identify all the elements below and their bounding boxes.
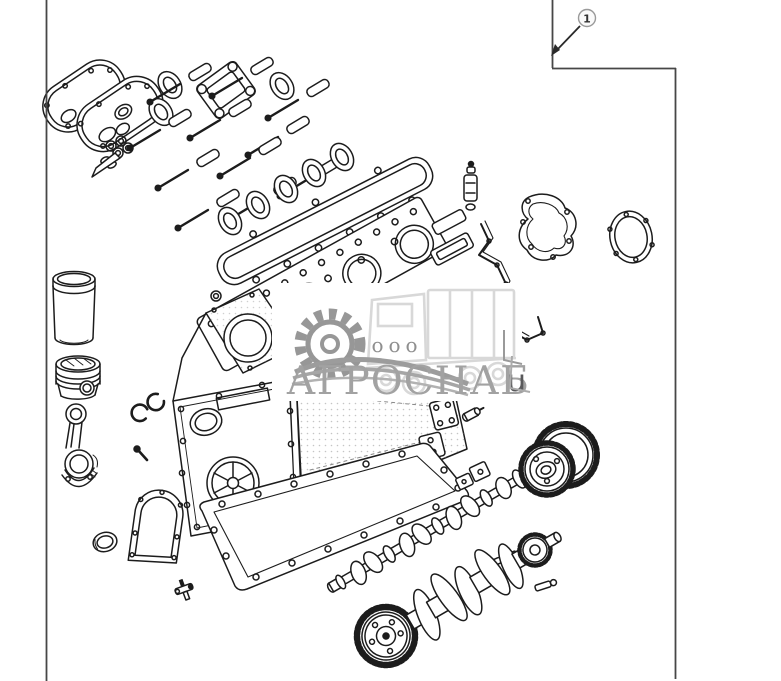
page-frame bbox=[45, 0, 677, 681]
gasket-foot-line bbox=[508, 355, 531, 393]
callout-balloon bbox=[577, 8, 597, 28]
callout-1: 1 bbox=[551, 8, 597, 56]
cup-plug bbox=[92, 531, 118, 553]
piston bbox=[55, 355, 101, 400]
piston-pin-snap-rings bbox=[128, 389, 168, 424]
cover-plate-gasket-2 bbox=[76, 75, 164, 153]
small-plug bbox=[461, 406, 485, 422]
o-ring-set bbox=[91, 135, 134, 178]
rear-seal-housing-gasket bbox=[607, 210, 655, 264]
watermark-company-name: АГРОСНАБ bbox=[286, 359, 530, 404]
truck-silhouette-icon bbox=[365, 288, 517, 396]
water-pump-gasket bbox=[518, 193, 577, 261]
connecting-rod bbox=[61, 403, 98, 488]
camshaft bbox=[326, 467, 533, 593]
crankshaft bbox=[353, 531, 562, 669]
gear-logo-icon bbox=[291, 308, 471, 397]
injector-sleeve bbox=[463, 160, 478, 211]
cylinder-liner bbox=[52, 270, 96, 346]
watermark-prefix: ooo bbox=[371, 333, 422, 357]
cam-follower bbox=[455, 461, 491, 491]
front-cover-gasket bbox=[127, 489, 184, 564]
oil-pan-gasket bbox=[199, 442, 470, 591]
rod-bolt bbox=[133, 445, 149, 462]
gasket-tail-line bbox=[503, 330, 523, 365]
camshaft-gear bbox=[518, 421, 600, 498]
strip-gaskets bbox=[430, 209, 474, 266]
small-bracket bbox=[174, 578, 194, 601]
callout-number: 1 bbox=[583, 13, 591, 26]
small-oval-gasket-3 bbox=[264, 67, 300, 105]
watermark: ooo АГРОСНАБ u bbox=[272, 283, 531, 404]
valve-cover-gasket bbox=[216, 156, 434, 286]
leader-arrowhead bbox=[551, 44, 560, 56]
